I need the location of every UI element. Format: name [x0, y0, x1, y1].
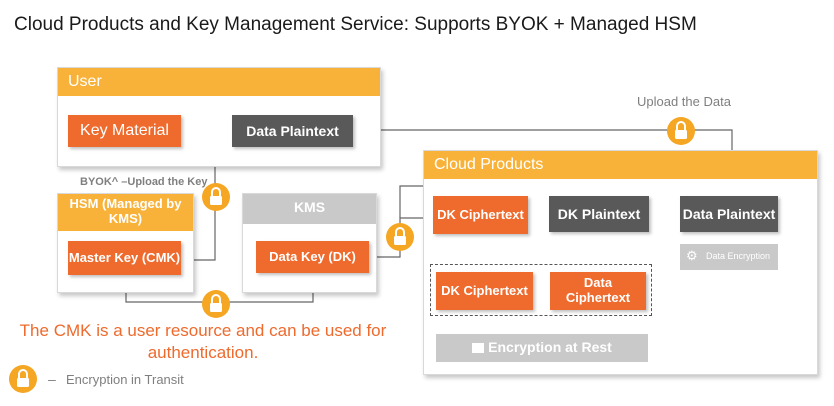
- page-title: Cloud Products and Key Management Servic…: [14, 14, 697, 35]
- data-encryption-box: ⚙ Data Encryption: [680, 244, 778, 270]
- lock-icon: [667, 117, 695, 145]
- hsm-header: HSM (Managed by KMS): [58, 194, 193, 231]
- data-encryption-label: Data Encryption: [705, 251, 771, 262]
- kms-header: KMS: [243, 194, 376, 224]
- user-data-plaintext-box: Data Plaintext: [232, 115, 353, 147]
- dk-ciphertext-box: DK Ciphertext: [433, 196, 528, 234]
- user-panel: User: [57, 67, 381, 167]
- legend-label: Encryption in Transit: [66, 372, 184, 387]
- cmk-note: The CMK is a user resource and can be us…: [19, 321, 387, 363]
- stored-data-ciphertext-box: Data Ciphertext: [550, 272, 646, 310]
- lock-icon: [202, 290, 230, 318]
- encryption-at-rest-box: Encryption at Rest: [436, 334, 648, 362]
- cloud-products-header: Cloud Products: [424, 151, 817, 179]
- data-key-box: Data Key (DK): [256, 241, 369, 273]
- stored-dk-ciphertext-box: DK Ciphertext: [436, 272, 533, 310]
- storage-group: [430, 264, 652, 316]
- cloud-data-plaintext-box: Data Plaintext: [680, 196, 778, 232]
- dk-plaintext-box: DK Plaintext: [549, 196, 649, 232]
- encryption-at-rest-label: Encryption at Rest: [488, 339, 612, 356]
- gear-icon: ⚙: [686, 248, 698, 263]
- user-header: User: [58, 68, 380, 96]
- legend-lock-icon: [9, 365, 37, 393]
- key-material-box: Key Material: [68, 115, 181, 147]
- byok-label: BYOK^ –Upload the Key: [80, 176, 208, 188]
- lock-icon: [386, 223, 414, 251]
- master-key-box: Master Key (CMK): [68, 241, 181, 275]
- storage-icon: [472, 343, 485, 353]
- upload-data-label: Upload the Data: [637, 94, 731, 109]
- lock-icon: [202, 183, 230, 211]
- legend-dash: –: [48, 371, 56, 387]
